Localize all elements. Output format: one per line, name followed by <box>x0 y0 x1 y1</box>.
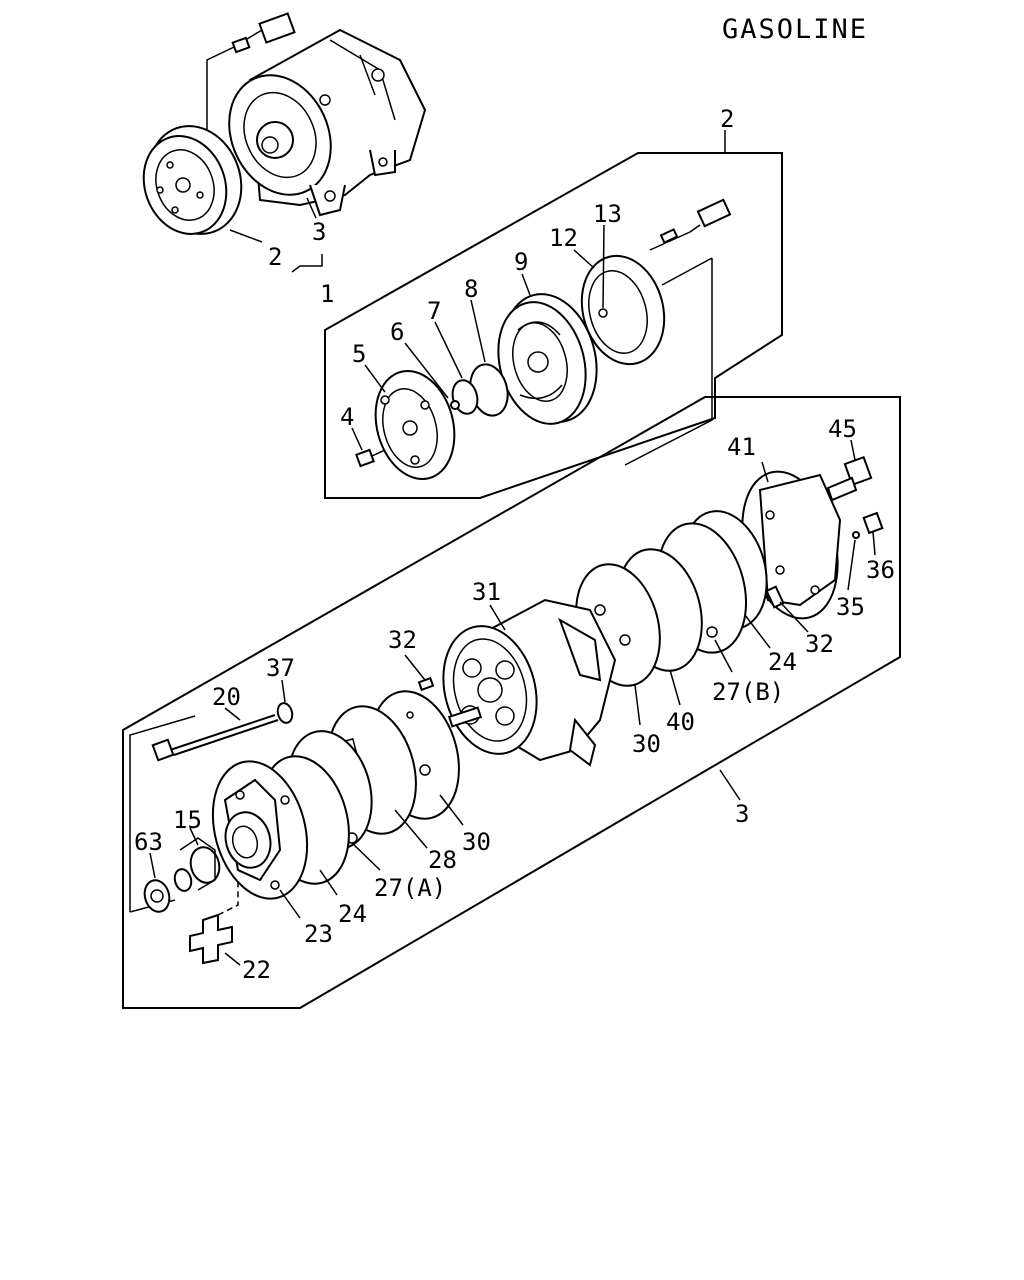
callout-37: 37 <box>266 654 295 682</box>
callout-6: 6 <box>390 318 404 346</box>
callout-23: 23 <box>304 920 333 948</box>
callout-4: 4 <box>340 403 354 431</box>
clutch-group <box>355 198 732 481</box>
callout-13: 13 <box>593 200 622 228</box>
callout-63: 63 <box>134 828 163 856</box>
callout-27a: 27(A) <box>374 874 446 902</box>
callout-40: 40 <box>666 708 695 736</box>
callout-7: 7 <box>427 297 441 325</box>
callout-3-top: 3 <box>312 218 326 246</box>
engine-type-label: GASOLINE <box>722 14 868 45</box>
callout-45: 45 <box>828 415 857 443</box>
callout-41: 41 <box>727 433 756 461</box>
callout-22: 22 <box>242 956 271 984</box>
callout-9: 9 <box>514 248 528 276</box>
callout-3-group: 3 <box>735 800 749 828</box>
callout-2-top: 2 <box>268 243 282 271</box>
callout-5: 5 <box>352 340 366 368</box>
callout-30-right: 30 <box>632 730 661 758</box>
callout-12: 12 <box>549 224 578 252</box>
callout-8: 8 <box>464 275 478 303</box>
callout-36: 36 <box>866 556 895 584</box>
callout-24-left: 24 <box>338 900 367 928</box>
callout-31: 31 <box>472 578 501 606</box>
callout-2-group: 2 <box>720 105 734 133</box>
callout-27b: 27(B) <box>712 678 784 706</box>
callout-1: 1 <box>320 280 334 308</box>
callout-24-right: 24 <box>768 648 797 676</box>
callout-32-right: 32 <box>805 630 834 658</box>
compressor-internals <box>143 455 884 965</box>
callout-32-left: 32 <box>388 626 417 654</box>
callout-20: 20 <box>212 683 241 711</box>
callout-28: 28 <box>428 846 457 874</box>
callout-30-left: 30 <box>462 828 491 856</box>
callout-15: 15 <box>173 806 202 834</box>
callout-35: 35 <box>836 593 865 621</box>
compressor-assembly-top <box>142 12 427 235</box>
